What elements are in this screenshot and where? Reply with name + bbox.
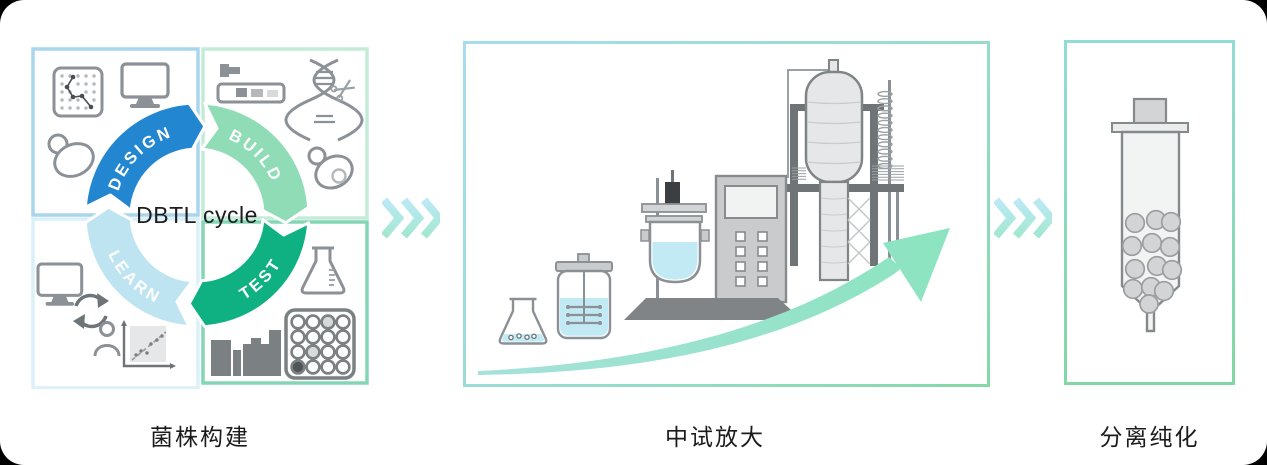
yeast-cell-icon <box>47 133 95 178</box>
resin-beads <box>1121 209 1183 314</box>
separation-purification-panel <box>1064 40 1235 385</box>
stage-label-strain-construction: 菌株构建 <box>150 424 250 450</box>
pilot-scale-up-illustration <box>478 59 950 375</box>
pilot-scale-up-panel <box>463 41 990 387</box>
flow-chevrons-1 <box>382 197 440 239</box>
benchtop-bioreactor-icon <box>624 170 802 321</box>
chevron-icon <box>420 197 440 239</box>
stirred-jar-icon <box>555 253 613 340</box>
stage-label-pilot-scale-up: 中试放大 <box>665 424 765 450</box>
flow-chevrons-2 <box>994 197 1052 239</box>
doe-grid-icon <box>52 66 104 118</box>
chevron-icon <box>382 197 405 239</box>
shake-flask-icon <box>498 297 548 345</box>
stage-label-separation-purification: 分离纯化 <box>1099 424 1200 450</box>
scatter-plot-icon <box>121 320 176 369</box>
industrial-fermenter-icon <box>780 59 904 282</box>
chevron-icon <box>1032 197 1052 239</box>
chevron-icon <box>400 197 425 239</box>
budding-yeast-icon <box>307 146 354 190</box>
computer-monitor-icon <box>36 262 84 306</box>
strain-construction-panel: DESIGN BUILD TEST LEARN DBTL cycle <box>31 47 369 389</box>
design-arc <box>83 101 207 212</box>
chevron-icon <box>1012 197 1037 239</box>
liquid-handler-icon <box>216 64 286 104</box>
well-plate-icon <box>284 308 356 380</box>
scale-up-arrow-icon <box>478 228 950 375</box>
computer-monitor-icon <box>120 62 170 108</box>
dna-scissors-icon <box>284 58 364 142</box>
build-arc <box>200 101 311 225</box>
person-icon <box>93 321 121 357</box>
dbtl-cycle-ring <box>83 101 311 329</box>
learn-arc <box>83 205 194 329</box>
sync-arrows-icon <box>73 293 109 329</box>
chevron-icon <box>994 197 1017 239</box>
test-arc <box>187 218 311 329</box>
dbtl-center-label: DBTL cycle <box>136 202 258 228</box>
flask-icon <box>300 246 346 295</box>
chromatography-column-icon <box>1111 97 1189 333</box>
analyzer-instrument-icon <box>211 330 281 376</box>
